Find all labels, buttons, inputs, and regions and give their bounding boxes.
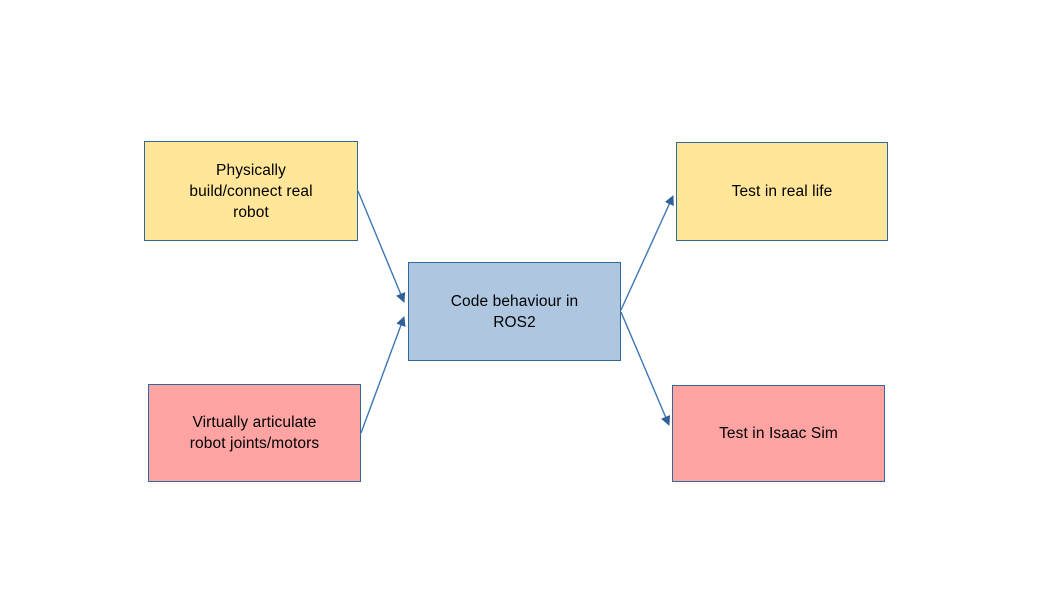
node-code-behaviour-label: Code behaviour in ROS2: [450, 292, 579, 331]
node-code-behaviour[interactable]: Code behaviour in ROS2: [408, 262, 621, 361]
node-test-real-life-label: Test in real life: [731, 183, 833, 200]
node-virtually-articulate[interactable]: Virtually articulate robot joints/motors: [148, 384, 361, 482]
node-physically-build[interactable]: Physically build/connect real robot: [144, 141, 358, 241]
edge-articulate-to-code: [360, 316, 406, 434]
node-test-real-life[interactable]: Test in real life: [676, 142, 888, 241]
edge-code-to-isaac: [620, 311, 671, 426]
node-physically-build-label: Physically build/connect real robot: [189, 161, 313, 221]
edge-code-to-real: [620, 195, 674, 311]
node-test-isaac-sim-label: Test in Isaac Sim: [719, 425, 838, 442]
edge-build-to-code: [357, 190, 406, 303]
node-virtually-articulate-label: Virtually articulate robot joints/motors: [189, 414, 320, 452]
node-test-isaac-sim[interactable]: Test in Isaac Sim: [672, 385, 885, 482]
